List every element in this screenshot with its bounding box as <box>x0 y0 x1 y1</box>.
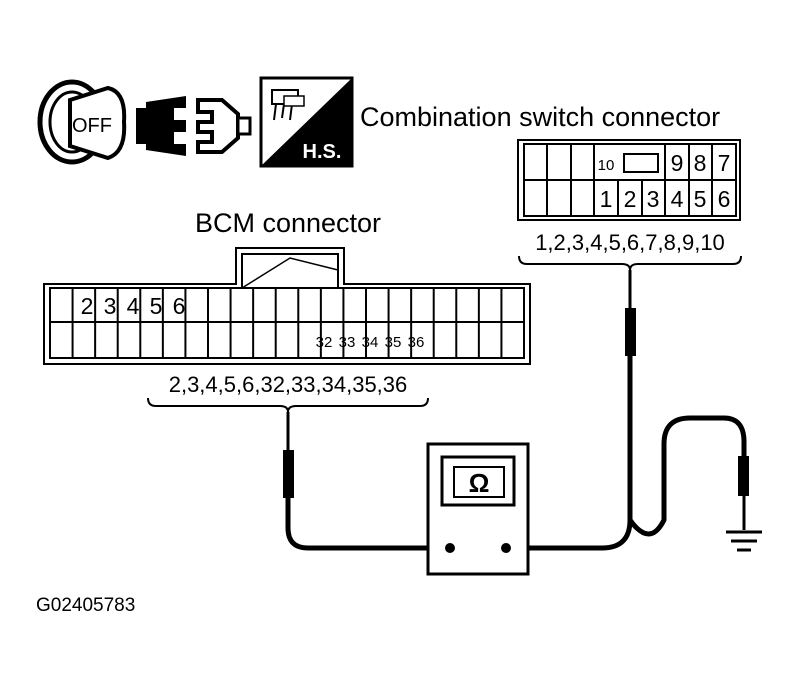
bcm-pin-5: 5 <box>150 293 163 319</box>
combo-pin-8: 8 <box>694 150 707 176</box>
ohm-symbol: Ω <box>469 468 490 498</box>
combo-pin-1: 1 <box>600 186 613 212</box>
combo-connector-title: Combination switch connector <box>360 102 720 132</box>
bcm-pin-33: 33 <box>339 334 356 351</box>
combo-pin-9: 9 <box>671 150 684 176</box>
bcm-pin-4: 4 <box>127 293 140 319</box>
bcm-pin-36: 36 <box>408 334 425 351</box>
combo-pin-7: 7 <box>718 150 731 176</box>
ignition-off-label: OFF <box>72 115 112 137</box>
ground-symbol <box>726 530 762 552</box>
bcm-connector-title: BCM connector <box>195 208 381 238</box>
meter-terminal-right <box>501 543 511 553</box>
bcm-pin-list: 2,3,4,5,6,32,33,34,35,36 <box>169 372 408 397</box>
combo-test-probe <box>625 270 636 356</box>
ground-test-probe <box>738 456 749 530</box>
ohmmeter: Ω <box>426 442 530 576</box>
bcm-test-probe <box>283 412 294 498</box>
bcm-cavity-grid <box>71 288 503 358</box>
combo-pin-brace <box>518 255 742 271</box>
bcm-pin-6: 6 <box>173 293 186 319</box>
ignition-off-key-icon: OFF <box>37 79 127 165</box>
bcm-connector: 2 3 4 5 6 32 33 34 35 36 <box>43 247 531 365</box>
bcm-pin-35: 35 <box>385 334 402 351</box>
combo-connector: 10 9 8 7 1 2 3 4 5 6 <box>517 139 741 221</box>
combo-pin-4: 4 <box>671 186 684 212</box>
bcm-pin-brace <box>147 397 429 413</box>
combo-pin-6: 6 <box>718 186 731 212</box>
connector-disconnect-icon <box>136 96 252 156</box>
bcm-pin-34: 34 <box>362 334 379 351</box>
bcm-test-lead <box>285 495 449 551</box>
bcm-pin-32: 32 <box>316 334 333 351</box>
combo-pin-list: 1,2,3,4,5,6,7,8,9,10 <box>535 230 725 255</box>
bcm-pin-3: 3 <box>104 293 117 319</box>
harness-side-icon: H.S. <box>259 76 354 168</box>
combo-pin-2: 2 <box>624 186 637 212</box>
bcm-pin-2: 2 <box>81 293 94 319</box>
combo-pin-5: 5 <box>694 186 707 212</box>
combo-pin-10: 10 <box>598 157 615 174</box>
meter-terminal-left <box>445 543 455 553</box>
figure-id: G02405783 <box>36 595 135 616</box>
ground-test-lead <box>627 415 747 537</box>
combo-pin-3: 3 <box>647 186 660 212</box>
harness-side-label: H.S. <box>303 141 342 163</box>
